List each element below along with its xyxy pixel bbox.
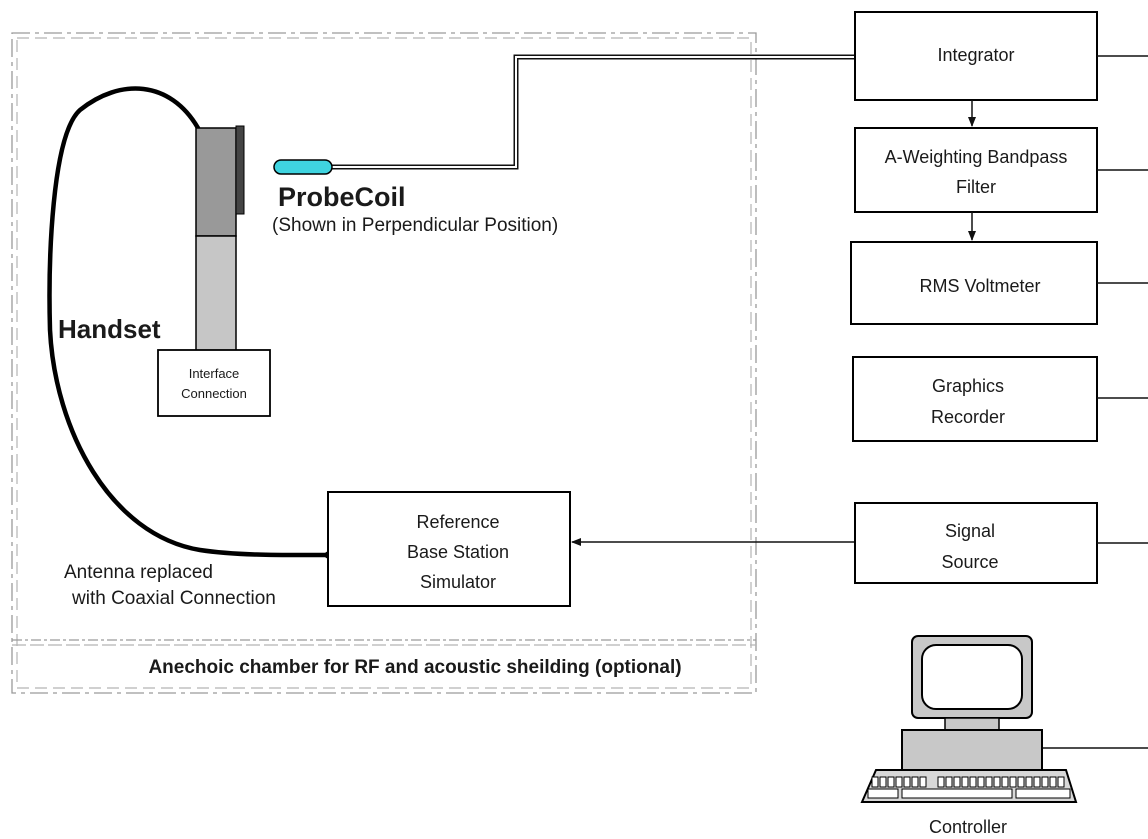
integrator-label: Integrator — [937, 45, 1014, 65]
probe-title: ProbeCoil — [278, 182, 406, 212]
antenna-caption-line2: with Coaxial Connection — [71, 588, 276, 609]
monitor-screen — [921, 644, 1023, 710]
filter-line2: Filter — [956, 177, 996, 197]
voltmeter-label: RMS Voltmeter — [919, 276, 1040, 296]
simulator-line2: Base Station — [407, 542, 509, 562]
monitor-stand — [944, 717, 1000, 731]
handset-upper-body — [195, 127, 237, 237]
anechoic-chamber: Anechoic chamber for RF and acoustic she… — [11, 32, 757, 694]
simulator-line1: Reference — [416, 512, 499, 532]
signal-source-line1: Signal — [945, 521, 995, 541]
handset-label: Handset — [58, 314, 161, 344]
interface-label-line1: Interface — [189, 366, 240, 381]
handset: Interface Connection Handset — [58, 125, 271, 417]
integrator-box — [854, 11, 1098, 101]
reference-base-station-simulator: Reference Base Station Simulator — [327, 491, 571, 607]
controller-computer: Controller — [860, 635, 1078, 837]
computer-base — [901, 729, 1043, 771]
simulator-box — [327, 491, 571, 607]
chamber-caption: Anechoic chamber for RF and acoustic she… — [148, 657, 681, 678]
antenna-caption-line1: Antenna replaced — [64, 562, 213, 583]
interface-label-line2: Connection — [181, 386, 247, 401]
recorder-box — [852, 356, 1098, 442]
probe-cable-inner — [330, 56, 855, 168]
rms-voltmeter: RMS Voltmeter — [850, 241, 1098, 325]
graphics-recorder: Graphics Recorder — [852, 356, 1098, 442]
bus-lines — [1042, 55, 1148, 749]
probe-cable-outer — [330, 54, 855, 170]
simulator-line3: Simulator — [420, 572, 496, 592]
filter-box — [854, 127, 1098, 213]
controller-label: Controller — [929, 817, 1007, 837]
coaxial-cable — [47, 86, 331, 558]
signal-source: Signal Source — [854, 502, 1098, 584]
signal-source-box — [854, 502, 1098, 584]
handset-earpiece — [235, 125, 245, 215]
a-weighting-filter: A-Weighting Bandpass Filter — [854, 127, 1098, 213]
integrator: Integrator — [854, 11, 1098, 101]
probe-coil-body — [273, 159, 333, 175]
recorder-line2: Recorder — [931, 407, 1005, 427]
handset-lower-body — [195, 235, 237, 353]
probe-coil: ProbeCoil (Shown in Perpendicular Positi… — [272, 54, 855, 236]
interface-connection-box — [157, 349, 271, 417]
voltmeter-box — [850, 241, 1098, 325]
chamber-inner-border — [16, 37, 752, 689]
signal-source-line2: Source — [941, 552, 998, 572]
filter-line1: A-Weighting Bandpass — [885, 147, 1068, 167]
chamber-outer-border — [11, 32, 757, 694]
recorder-line1: Graphics — [932, 376, 1004, 396]
keyboard-keys — [867, 776, 1071, 799]
probe-subtitle: (Shown in Perpendicular Position) — [272, 215, 558, 236]
